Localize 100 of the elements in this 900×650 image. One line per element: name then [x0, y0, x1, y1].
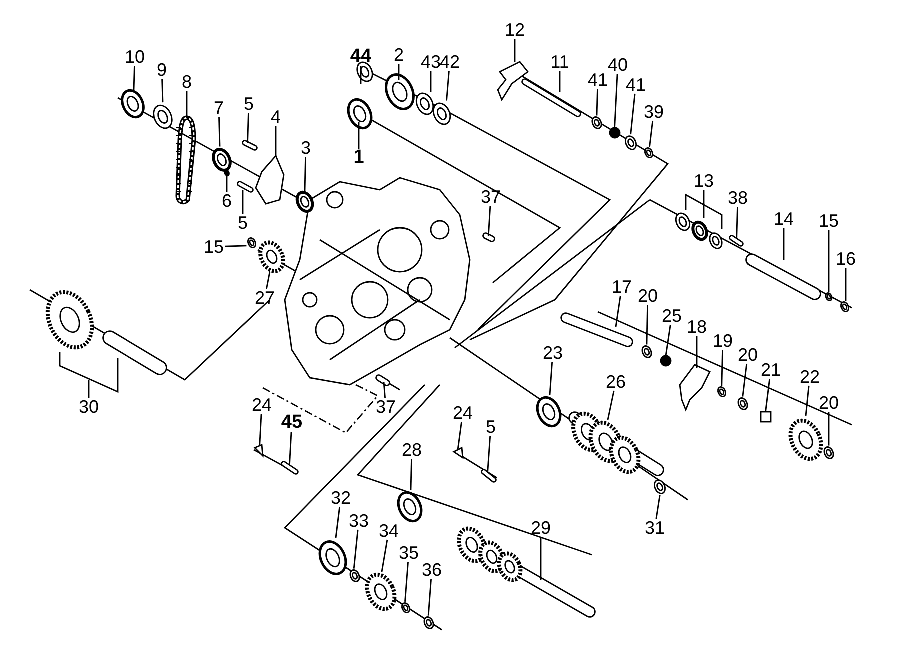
leader-line	[428, 578, 432, 616]
leader-line	[736, 206, 738, 238]
pin-drawing	[376, 374, 390, 386]
leader-line	[615, 296, 622, 328]
leader-line	[540, 537, 542, 580]
callout-number: 24	[452, 404, 474, 422]
shaft-drawing	[522, 78, 582, 118]
leader-line	[649, 120, 654, 148]
callout-number: 41	[586, 71, 610, 89]
leader-line	[646, 304, 648, 345]
callout-number: 35	[398, 544, 420, 562]
washer-drawing	[654, 480, 666, 494]
callout-number: 22	[798, 368, 822, 386]
leader-line	[383, 382, 386, 398]
callout-number: 34	[378, 522, 400, 540]
callout-number: 13	[692, 172, 716, 190]
bearing-drawing	[318, 540, 348, 576]
callout-number: 38	[726, 189, 750, 207]
leader-line	[133, 66, 136, 90]
leader-line	[360, 66, 362, 84]
leader-line	[630, 94, 636, 135]
callout-number: 33	[348, 512, 370, 530]
leader-line	[358, 122, 360, 149]
nut-drawing	[424, 616, 434, 630]
leader-line	[304, 156, 306, 192]
leader-line	[742, 364, 748, 397]
o-ring-drawing	[248, 238, 256, 248]
seal-drawing	[212, 148, 232, 172]
leader-line	[549, 362, 554, 396]
bevel-gear-drawing	[365, 572, 397, 612]
callout-number: 32	[330, 489, 352, 507]
bracket-plate-drawing	[255, 154, 285, 205]
washer-set-drawing	[675, 194, 723, 250]
callout-number: 15	[818, 212, 840, 230]
leader-line	[247, 112, 250, 144]
callout-number: 5	[236, 214, 249, 232]
callout-number: 23	[542, 344, 564, 362]
leader-line	[162, 78, 164, 103]
callout-number: 27	[254, 289, 276, 307]
callout-number: 37	[480, 188, 502, 206]
bearing-drawing	[385, 74, 415, 110]
callout-number: 5	[484, 418, 497, 436]
seal-drawing	[296, 190, 314, 214]
washer-drawing	[824, 446, 834, 460]
callout-number: 16	[834, 250, 858, 268]
leader-line	[696, 336, 698, 368]
washer-drawing	[416, 92, 434, 116]
washer-drawing	[592, 116, 602, 130]
callout-number: 44	[349, 48, 373, 66]
leader-line	[88, 380, 90, 398]
o-ring-drawing	[825, 292, 833, 302]
leader-line	[805, 386, 810, 416]
callout-number: 28	[400, 441, 424, 459]
leader-line	[446, 70, 450, 101]
shaft-drawing	[746, 254, 822, 300]
leader-line	[259, 414, 262, 446]
leader-line	[721, 350, 724, 386]
leader-line	[703, 190, 705, 218]
callout-number: 3	[300, 139, 312, 157]
callout-number: 1	[352, 149, 366, 167]
leader-line	[614, 74, 618, 128]
callout-number: 37	[374, 398, 398, 416]
leader-line	[404, 562, 409, 602]
leader-line	[226, 170, 228, 192]
callout-number: 29	[530, 519, 552, 537]
callout-number: 15	[202, 238, 226, 256]
callout-number: 14	[772, 210, 796, 228]
shift-fork-drawing	[497, 61, 529, 102]
plug-drawing	[452, 446, 464, 460]
leader-line	[353, 530, 359, 569]
pin-drawing	[224, 169, 230, 177]
leader-line	[845, 268, 847, 301]
leader-line	[457, 422, 462, 450]
pin-drawing	[482, 232, 496, 242]
leader-line	[266, 272, 271, 290]
callout-number: 42	[438, 53, 462, 71]
callout-number: 19	[712, 332, 734, 350]
callout-number: 10	[124, 48, 146, 66]
o-ring-drawing	[718, 386, 726, 398]
screw-drawing	[481, 469, 497, 483]
leader-line	[335, 506, 341, 538]
leader-line	[828, 412, 830, 446]
shift-fork-drawing	[679, 364, 711, 412]
callout-number: 31	[644, 519, 666, 537]
leader-line	[289, 432, 292, 464]
callout-number: 8	[180, 73, 193, 91]
leader-line	[398, 64, 400, 80]
callout-number: 41	[624, 76, 648, 94]
callout-number: 39	[642, 103, 666, 121]
o-ring-drawing	[644, 148, 654, 158]
nut-drawing	[760, 411, 772, 423]
callout-number: 26	[604, 373, 628, 391]
gear-drawing	[258, 240, 286, 274]
plate-drawing	[121, 89, 145, 119]
leader-line	[559, 71, 561, 92]
pin-drawing	[729, 235, 744, 247]
washer-drawing	[153, 104, 173, 130]
callout-number: 30	[78, 398, 100, 416]
leader-line	[783, 228, 785, 260]
callout-number: 11	[550, 53, 570, 71]
